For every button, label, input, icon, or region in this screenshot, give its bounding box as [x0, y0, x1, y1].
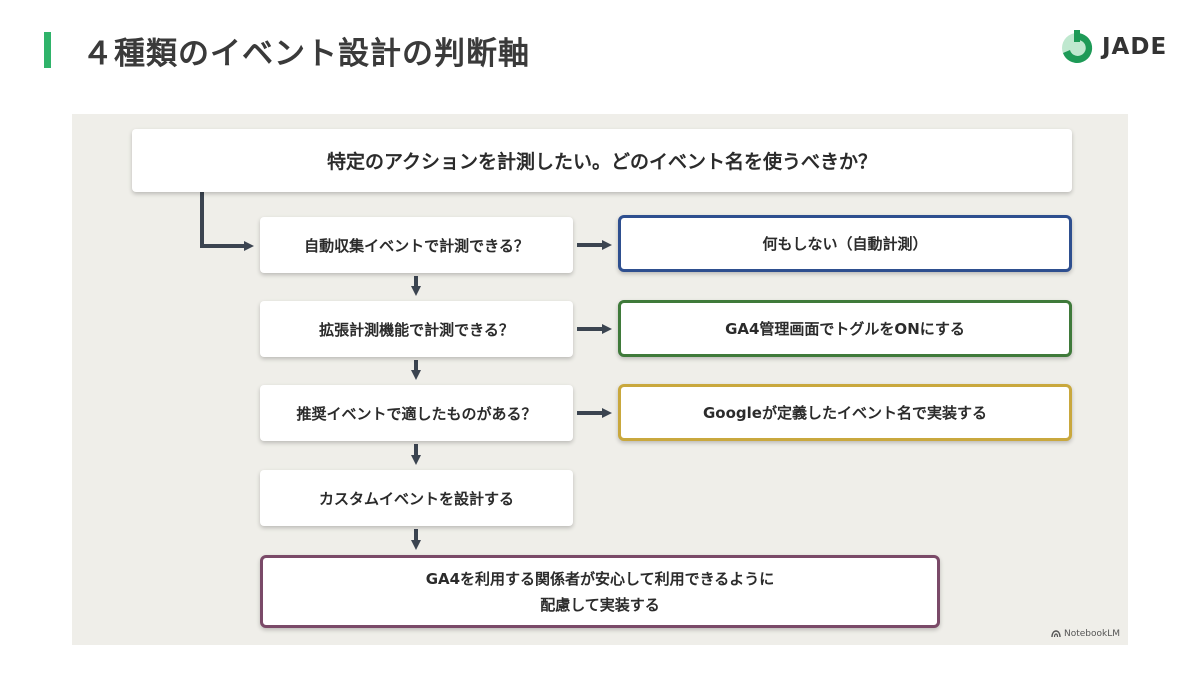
- flowchart-panel: 特定のアクションを計測したい。どのイベント名を使うべきか？ 自動収集イベントで計…: [72, 114, 1128, 645]
- notebooklm-watermark: NotebookLM: [1051, 629, 1120, 639]
- question-recommended-events: 推奨イベントで適したものがある？: [260, 385, 573, 441]
- jade-logo-icon: [1062, 30, 1093, 63]
- jade-logo: JADE: [1058, 26, 1178, 68]
- title-accent-bar: [44, 32, 51, 68]
- question-auto-collected: 自動収集イベントで計測できる？: [260, 217, 573, 273]
- logo-text: JADE: [1102, 34, 1168, 60]
- watermark-text: NotebookLM: [1063, 629, 1120, 639]
- notebooklm-icon: [1051, 630, 1061, 638]
- top-question-box: 特定のアクションを計測したい。どのイベント名を使うべきか？: [132, 129, 1072, 192]
- step-custom-event: カスタムイベントを設計する: [260, 470, 573, 526]
- final-line-2: 配慮して実装する: [540, 595, 660, 614]
- final-guideline-box: GA4を利用する関係者が安心して利用できるように 配慮して実装する: [260, 555, 940, 628]
- page-title: ４種類のイベント設計の判断軸: [82, 36, 530, 72]
- answer-toggle-on: GA4管理画面でトグルをONにする: [618, 300, 1072, 357]
- final-line-1: GA4を利用する関係者が安心して利用できるように: [425, 569, 775, 588]
- answer-do-nothing: 何もしない（自動計測）: [618, 215, 1072, 272]
- question-enhanced-measurement: 拡張計測機能で計測できる？: [260, 301, 573, 357]
- arrow-top-to-q1: [200, 192, 254, 251]
- answer-google-defined-name: Googleが定義したイベント名で実装する: [618, 384, 1072, 441]
- flow-arrows: [200, 192, 612, 550]
